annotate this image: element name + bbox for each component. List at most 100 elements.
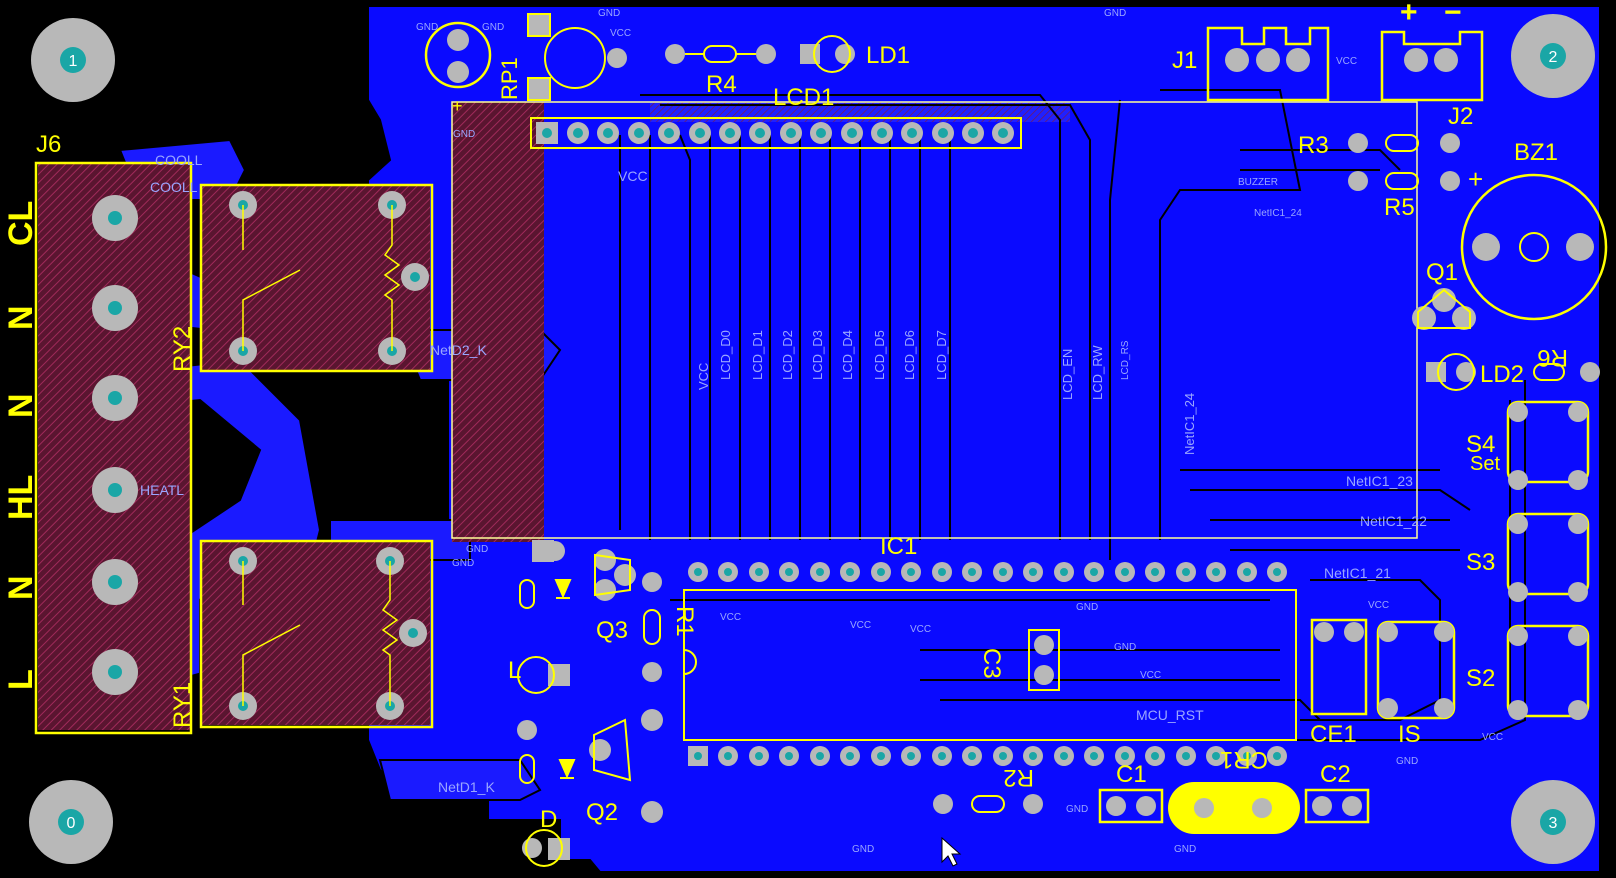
rp1-pot-pin[interactable] [527,13,551,37]
bz1-pin[interactable] [1472,233,1500,261]
j6-outline [34,161,193,735]
r1-pin[interactable] [642,572,662,592]
ce1-pin[interactable] [1314,622,1334,642]
net-lcd-d0: LCD_D0 [718,330,733,380]
mounting-hole-label: 1 [69,53,78,70]
rp1-pin[interactable] [447,29,469,51]
ld2-pin[interactable] [1456,362,1476,382]
ld1-pin[interactable] [800,44,820,64]
ld1-outline [813,35,851,73]
j2-pin[interactable] [1434,48,1458,72]
j2-plus: + [1400,0,1418,29]
q1-label: Q1 [1426,259,1458,286]
rp1-pot-pin[interactable] [527,77,551,101]
r4-pin[interactable] [665,44,685,64]
c2-pin[interactable] [1342,796,1362,816]
j1-pin[interactable] [1286,48,1310,72]
j6-pins[interactable] [92,195,138,695]
s2-label: S2 [1466,665,1495,692]
c2-outline [1304,788,1370,824]
c1-pin[interactable] [1136,796,1156,816]
side-label-l: L [2,669,40,690]
r5-pin[interactable] [1348,171,1368,191]
c3-pin[interactable] [1034,635,1054,655]
r4-pin[interactable] [756,44,776,64]
d-pin[interactable] [517,720,537,740]
ld1-pin[interactable] [835,44,855,64]
l-pin[interactable] [545,541,565,561]
q3-pin[interactable] [594,579,616,601]
net-vcc: VCC [1368,600,1389,611]
q2-pin[interactable] [589,739,611,761]
d-pin[interactable] [548,838,570,860]
bz1-pin[interactable] [1566,233,1594,261]
r1-pin[interactable] [642,662,662,682]
is-pin[interactable] [1378,622,1398,642]
c3-pin[interactable] [1034,665,1054,685]
c1-pin[interactable] [1106,796,1126,816]
side-label-n3: N [2,305,40,330]
cr1-body[interactable] [1168,782,1300,834]
d-outline [525,829,563,867]
is-label: IS [1398,721,1421,748]
q3-pin[interactable] [594,549,616,571]
mounting-hole-label: 3 [1549,815,1558,832]
net-netd2k: NetD2_K [430,342,487,358]
is-outline [1376,620,1456,720]
r5-pin[interactable] [1440,171,1460,191]
q1-pin[interactable] [1432,288,1456,312]
ry1-outline [199,539,434,729]
r2-pin[interactable] [933,794,953,814]
side-label-n2: N [2,393,40,418]
q2-pin[interactable] [641,709,663,731]
is-pin[interactable] [1378,698,1398,718]
switch-s3[interactable] [1506,512,1590,602]
diode-symbol [558,759,576,779]
rp1-pin[interactable] [447,61,469,83]
c1-outline [1098,788,1164,824]
is-pin[interactable] [1434,622,1454,642]
j1-pin[interactable] [1225,48,1249,72]
q1-pin[interactable] [1452,306,1476,330]
net-label-cooll-2: COOLL [150,179,198,195]
keepout-j6 [38,162,190,730]
j2-pin[interactable] [1404,48,1428,72]
r2-pin[interactable] [1023,794,1043,814]
r6-pin[interactable] [1580,362,1600,382]
q2-pin[interactable] [641,801,663,823]
net-gnd: GND [466,544,488,555]
q3-pin[interactable] [614,564,636,586]
mounting-hole-label: 2 [1549,49,1558,66]
ry1-label: RY1 [169,682,196,728]
j1-label: J1 [1172,47,1197,74]
net-netd1k: NetD1_K [438,779,495,795]
switch-s4[interactable] [1506,400,1590,490]
net-netic1-22: NetIC1_22 [1360,513,1427,529]
cr1-pin[interactable] [1194,798,1214,818]
r3-pin[interactable] [1348,133,1368,153]
ld2-pin[interactable] [1426,362,1446,382]
cr1-pin[interactable] [1252,798,1272,818]
copper-pour-main [367,5,1601,873]
lcd-bus-traces [619,89,1526,741]
switch-s2[interactable] [1506,624,1590,720]
net-lcd-d6: LCD_D6 [902,330,917,380]
c2-pin[interactable] [1312,796,1332,816]
net-lcd-d4: LCD_D4 [840,330,855,380]
is-pin[interactable] [1434,698,1454,718]
keepout-lcd-left [452,102,544,542]
ce1-pin[interactable] [1344,622,1364,642]
q1-pin[interactable] [1412,306,1436,330]
s4-label: S4 [1466,431,1495,458]
r3-pin[interactable] [1440,133,1460,153]
rp1-pot-pin[interactable] [607,48,627,68]
q2-label: Q2 [586,799,618,826]
mounting-hole-label: 0 [67,815,76,832]
c2-label: C2 [1320,761,1351,788]
j1-pin[interactable] [1256,48,1280,72]
r6-label: R6 [1537,344,1568,371]
lcd-pin-holes [542,128,1008,138]
mounting-hole-3: 3 [1511,780,1595,864]
ce1-outline [1310,618,1368,716]
